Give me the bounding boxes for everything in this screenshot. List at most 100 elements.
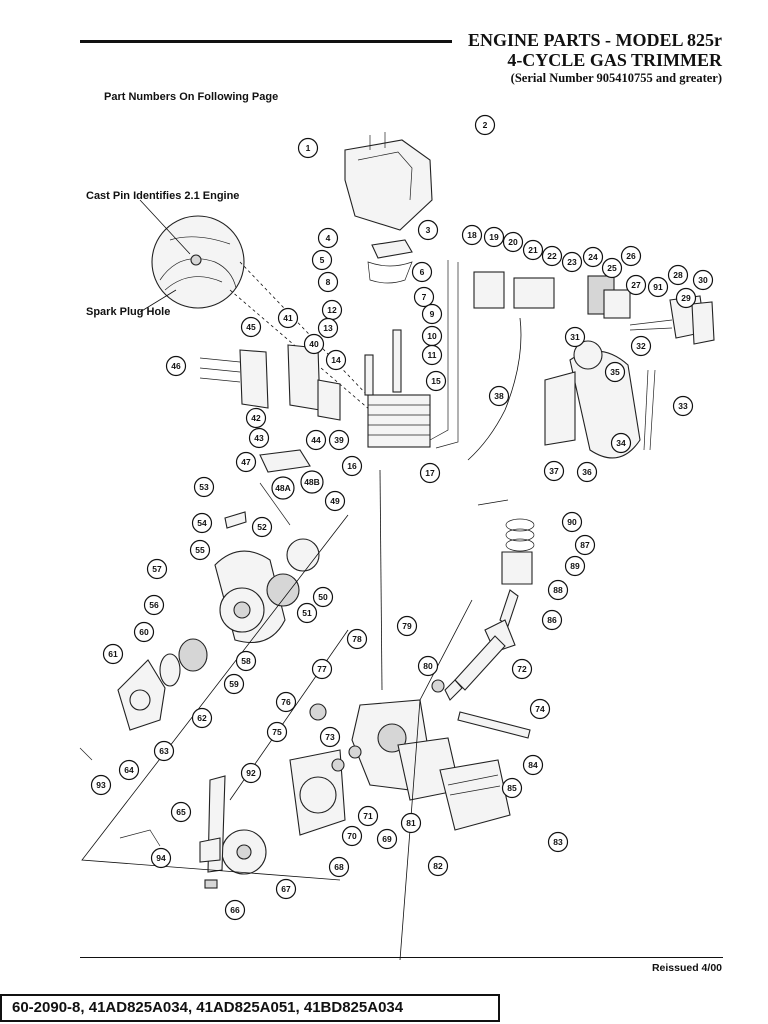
part-callout-label: 14 — [331, 355, 341, 365]
part-callout-circle — [223, 673, 245, 695]
part-callout-label: 34 — [616, 438, 626, 448]
part-callout-label: 89 — [570, 561, 580, 571]
part-callout-20: 20 — [502, 231, 524, 253]
part-callout-62: 62 — [191, 707, 213, 729]
part-callout-label: 10 — [427, 331, 437, 341]
part-callout-label: 57 — [152, 564, 162, 574]
part-callout-label: 80 — [423, 661, 433, 671]
part-callout-circle — [547, 579, 569, 601]
part-callout-72: 72 — [511, 658, 533, 680]
part-callout-label: 32 — [636, 341, 646, 351]
part-callout-circle — [357, 805, 379, 827]
part-callout-circle — [240, 762, 262, 784]
clutch-assembly — [79, 638, 208, 761]
part-callout-label: 46 — [171, 361, 181, 371]
model-numbers-box: 60-2090-8, 41AD825A034, 41AD825A051, 41B… — [0, 994, 500, 1022]
part-callout-circle — [297, 137, 319, 159]
part-callout-circle — [324, 490, 346, 512]
part-callout-circle — [341, 455, 363, 477]
part-callout-circle — [601, 257, 623, 279]
part-callout-label: 66 — [230, 905, 240, 915]
valve-cover — [344, 132, 433, 284]
part-callout-circle — [90, 774, 112, 796]
part-callout-label: 62 — [197, 713, 207, 723]
part-callout-89: 89 — [564, 555, 586, 577]
part-callout-74: 74 — [529, 698, 551, 720]
part-callout-circle — [266, 721, 288, 743]
part-callout-label: 8 — [326, 277, 331, 287]
part-callout-label: 43 — [254, 433, 264, 443]
part-callout-9: 9 — [421, 303, 443, 325]
part-callout-circle — [240, 316, 262, 338]
part-callout-circle — [305, 429, 327, 451]
crankshaft-piston — [431, 518, 535, 739]
part-callout-circle — [474, 114, 496, 136]
part-callout-label: 13 — [323, 323, 333, 333]
part-callout-13: 13 — [317, 317, 339, 339]
part-callout-label: 63 — [159, 746, 169, 756]
part-callout-circle — [672, 395, 694, 417]
part-callout-label: 27 — [631, 280, 641, 290]
part-callout-label: 79 — [402, 621, 412, 631]
part-callout-17: 17 — [419, 462, 441, 484]
header-rule — [80, 40, 452, 43]
part-callout-85: 85 — [501, 777, 523, 799]
part-callout-26: 26 — [620, 245, 642, 267]
part-callout-64: 64 — [118, 759, 140, 781]
page-subtitle: 4-CYCLE GAS TRIMMER — [507, 50, 722, 70]
part-callout-circle — [427, 855, 449, 877]
part-callout-label: 30 — [698, 275, 708, 285]
part-callout-label: 51 — [302, 608, 312, 618]
part-callout-circle — [118, 759, 140, 781]
part-callout-label: 85 — [507, 783, 517, 793]
part-callout-circle — [271, 476, 295, 500]
part-callout-90: 90 — [561, 511, 583, 533]
part-callout-11: 11 — [421, 344, 443, 366]
part-callout-label: 83 — [553, 837, 563, 847]
part-numbers-note: Part Numbers On Following Page — [104, 91, 279, 103]
part-callout-70: 70 — [341, 825, 363, 847]
part-callout-32: 32 — [630, 335, 652, 357]
part-callout-40: 40 — [303, 333, 325, 355]
part-callout-label: 92 — [246, 768, 256, 778]
part-callout-circle — [400, 812, 422, 834]
part-callout-label: 54 — [197, 518, 207, 528]
part-callout-label: 23 — [567, 257, 577, 267]
part-callout-label: 12 — [327, 305, 337, 315]
part-callout-circle — [543, 460, 565, 482]
part-callout-circle — [417, 655, 439, 677]
part-callout-label: 11 — [428, 350, 437, 360]
part-callout-label: 20 — [508, 237, 518, 247]
part-callout-label: 73 — [325, 732, 335, 742]
part-callout-circle — [328, 429, 350, 451]
part-callout-circle — [235, 451, 257, 473]
part-callout-label: 25 — [607, 263, 617, 273]
exploded-parts-diagram: 1234567891011121314151617181920212223242… — [79, 114, 715, 960]
part-callout-16: 16 — [341, 455, 363, 477]
part-callout-circle — [191, 707, 213, 729]
part-callout-label: 56 — [149, 600, 159, 610]
part-callout-15: 15 — [425, 370, 447, 392]
part-callout-57: 57 — [146, 558, 168, 580]
part-callout-circle — [574, 534, 596, 556]
part-callout-label: 65 — [176, 807, 186, 817]
part-callout-25: 25 — [601, 257, 623, 279]
part-callout-label: 18 — [467, 230, 477, 240]
part-callout-12: 12 — [321, 299, 343, 321]
part-callout-circle — [153, 740, 175, 762]
part-callout-circle — [189, 539, 211, 561]
part-callout-label: 9 — [430, 309, 435, 319]
part-callout-label: 76 — [281, 697, 291, 707]
part-callout-label: 77 — [317, 664, 327, 674]
part-callout-label: 91 — [653, 282, 663, 292]
part-callout-label: 86 — [547, 615, 557, 625]
part-callout-circle — [675, 287, 697, 309]
part-callout-label: 44 — [311, 435, 321, 445]
part-callout-label: 41 — [283, 313, 293, 323]
part-callout-label: 2 — [483, 120, 488, 130]
part-callout-42: 42 — [245, 407, 267, 429]
page-title: ENGINE PARTS - MODEL 825r — [467, 30, 722, 50]
part-callout-label: 72 — [517, 664, 527, 674]
part-callout-label: 70 — [347, 831, 357, 841]
part-callout-49: 49 — [324, 490, 346, 512]
